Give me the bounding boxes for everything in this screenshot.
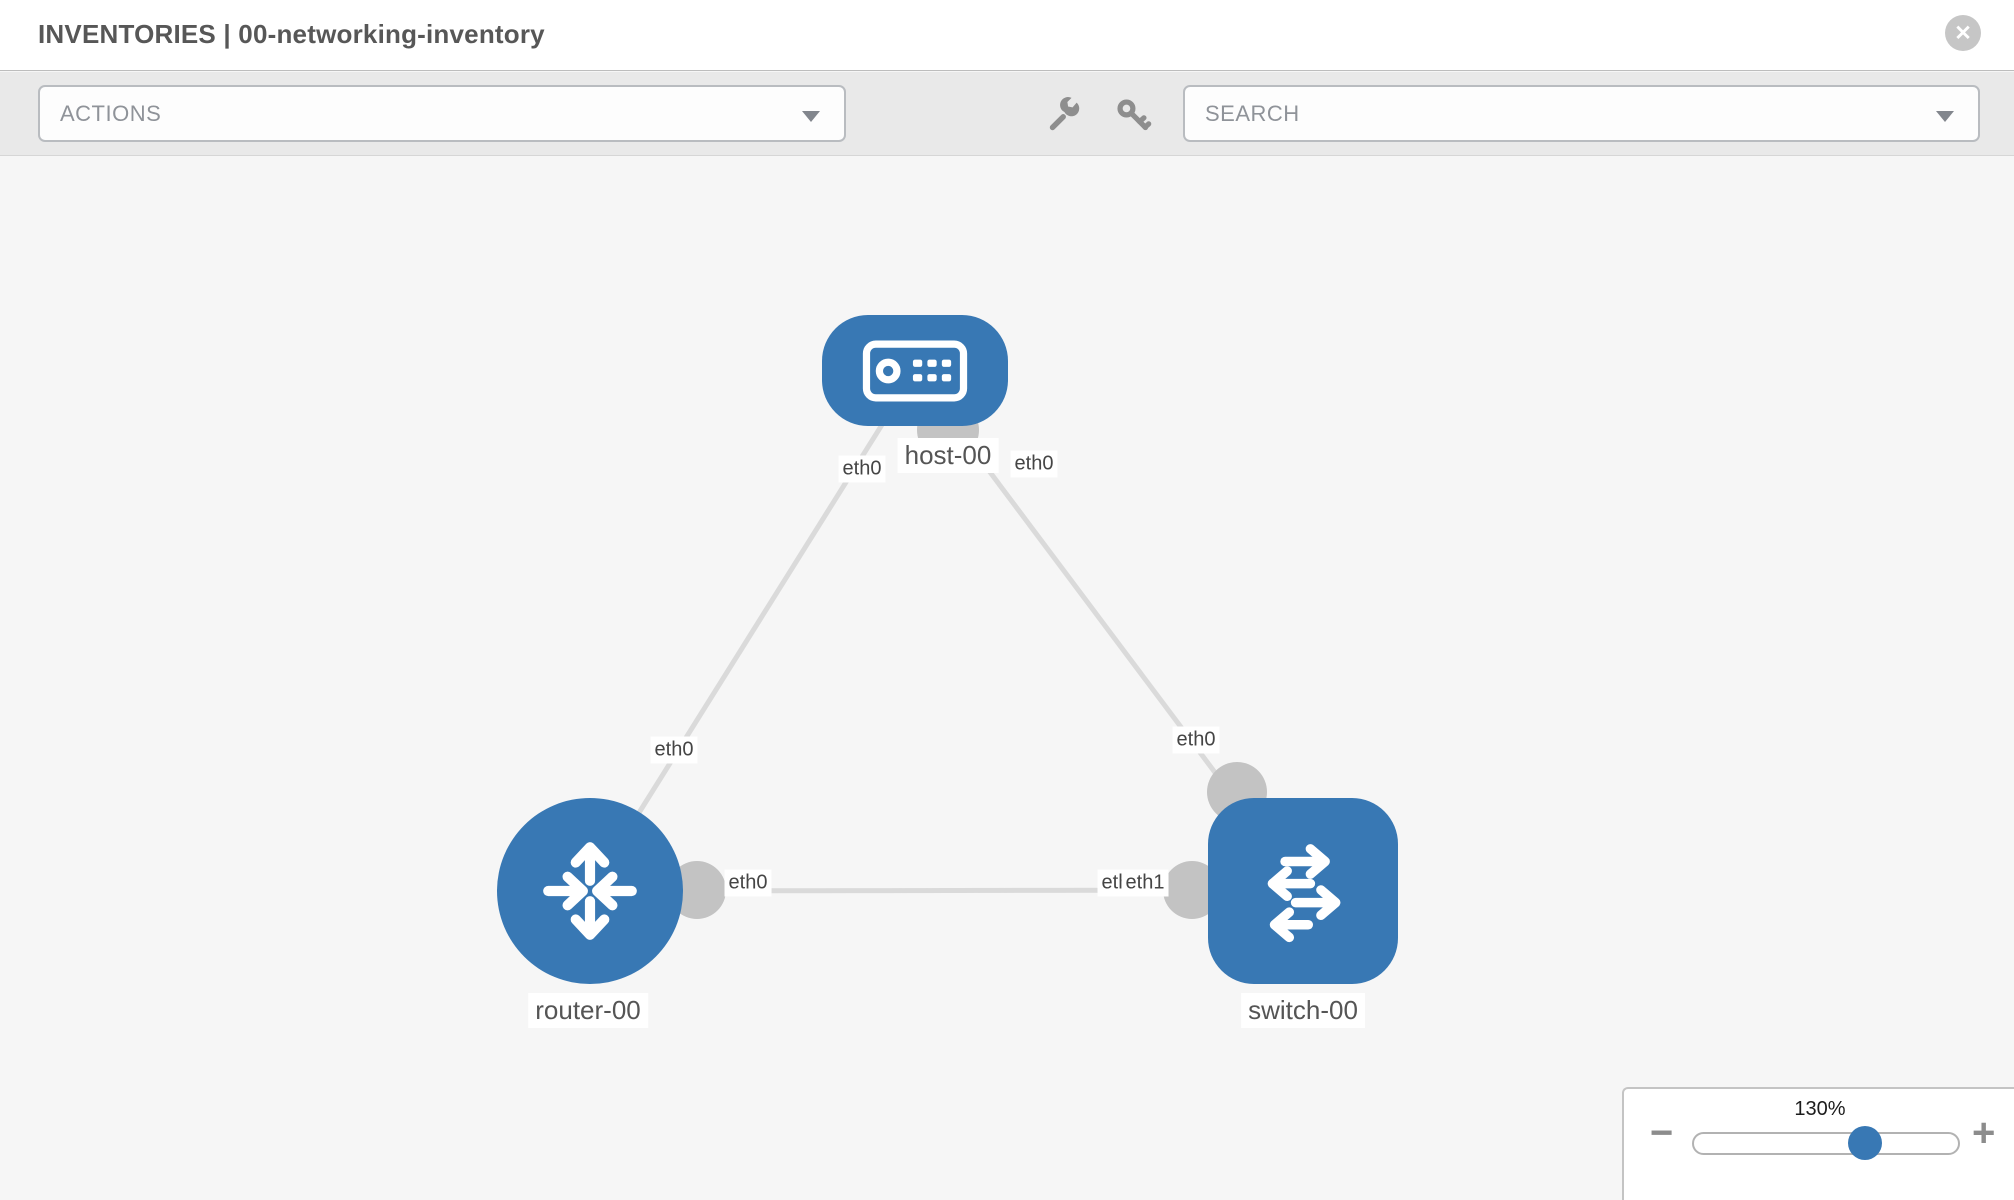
node-label-switch: switch-00 [1241,993,1365,1028]
interface-label-host-left: eth0 [838,455,886,483]
close-icon: ✕ [1954,21,1972,45]
toolbar: ACTIONS SEARCH [0,72,2014,156]
switch-icon [1267,844,1341,943]
zoom-slider-handle[interactable] [1848,1126,1882,1160]
search-placeholder: SEARCH [1205,100,1300,126]
actions-dropdown-label: ACTIONS [60,100,162,126]
interface-label-router-eth0: eth0 [724,869,772,897]
zoom-out-button[interactable]: − [1650,1111,1674,1155]
node-label-router: router-00 [528,993,648,1028]
interface-dot-router [668,861,726,919]
router-icon [543,842,637,940]
zoom-slider-track[interactable] [1692,1132,1960,1155]
chevron-down-icon [1936,111,1954,122]
host-icon [862,340,968,401]
panel-header: INVENTORIES | 00-networking-inventory ✕ [0,0,2014,71]
search-input[interactable]: SEARCH [1183,85,1980,142]
key-icon [1117,99,1152,131]
zoom-in-button[interactable]: + [1972,1111,1996,1155]
close-button[interactable]: ✕ [1945,15,1981,51]
zoom-panel: 130% − + [1622,1087,2014,1200]
interface-label-switch-up: eth0 [1172,726,1220,754]
node-label-host: host-00 [897,438,999,473]
node-switch-00[interactable] [1208,798,1398,984]
interface-label-switch-eth1: eth1 [1121,869,1169,897]
chevron-down-icon [802,111,820,122]
interface-label-router-up: eth0 [650,736,698,764]
interface-label-host-right: eth0 [1010,450,1058,478]
interface-dot-switch-mid [1163,861,1221,919]
page-title: INVENTORIES | 00-networking-inventory [38,19,545,49]
tools-button[interactable] [1046,96,1084,134]
zoom-level-label: 130% [1794,1098,1846,1120]
node-router-00[interactable] [497,798,683,984]
credentials-button[interactable] [1114,96,1152,134]
node-host-00[interactable] [822,315,1008,426]
topology-canvas[interactable] [0,157,2014,1200]
wrench-icon [1049,97,1080,131]
actions-dropdown[interactable]: ACTIONS [38,85,846,142]
